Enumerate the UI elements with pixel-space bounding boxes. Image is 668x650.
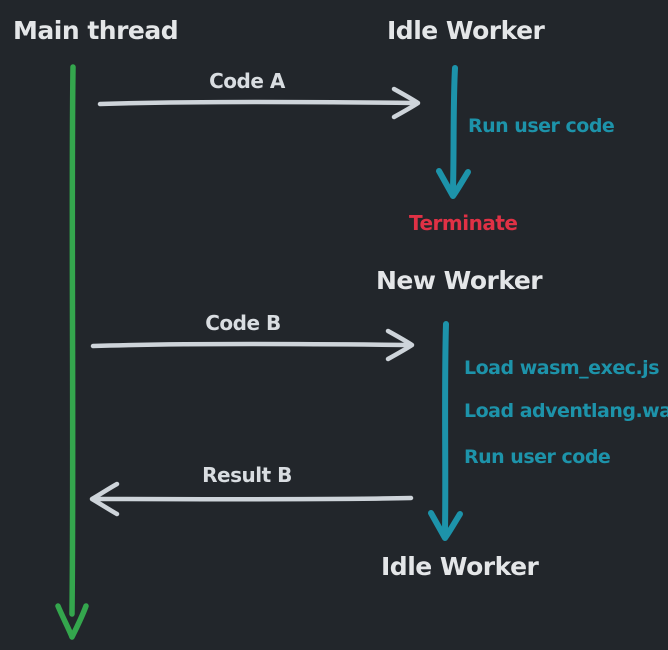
code-b-arrowhead-icon	[385, 328, 415, 362]
load-adventlang-label: Load adventlang.wasm	[464, 400, 668, 422]
worker-load-run-arrow-shaft	[442, 321, 449, 533]
code-a-arrow-shaft	[97, 99, 416, 107]
new-worker-title: New Worker	[376, 266, 543, 295]
result-b-arrow	[89, 481, 414, 517]
run-user-code-top-label: Run user code	[468, 115, 615, 137]
worker-load-run-arrowhead-icon	[428, 510, 463, 541]
run-user-code-bottom-label: Run user code	[464, 446, 611, 468]
worker-run-arrow-top-arrowhead-icon	[436, 168, 471, 199]
code-b-label: Code B	[205, 311, 281, 335]
code-b-arrow-shaft	[90, 341, 410, 349]
code-a-label: Code A	[209, 69, 285, 93]
idle-worker-bottom-title: Idle Worker	[381, 552, 539, 581]
main-thread-title: Main thread	[13, 16, 179, 45]
terminate-label: Terminate	[409, 211, 518, 235]
main-thread-lifeline-arrowhead-icon	[55, 603, 89, 640]
code-a-arrowhead-icon	[391, 86, 421, 120]
code-a-arrow	[97, 86, 421, 120]
main-thread-lifeline-shaft	[69, 64, 76, 617]
idle-worker-top-title: Idle Worker	[387, 16, 545, 45]
worker-run-arrow-top-shaft	[450, 65, 458, 191]
load-wasm-exec-label: Load wasm_exec.js	[464, 357, 660, 379]
result-b-arrowhead-icon	[89, 481, 120, 517]
code-b-arrow	[90, 328, 415, 362]
main-thread-lifeline-arrow	[55, 64, 89, 640]
result-b-arrow-shaft	[95, 495, 414, 502]
result-b-label: Result B	[202, 463, 292, 487]
worker-run-arrow-top	[436, 65, 471, 199]
worker-load-run-arrow	[428, 321, 463, 541]
